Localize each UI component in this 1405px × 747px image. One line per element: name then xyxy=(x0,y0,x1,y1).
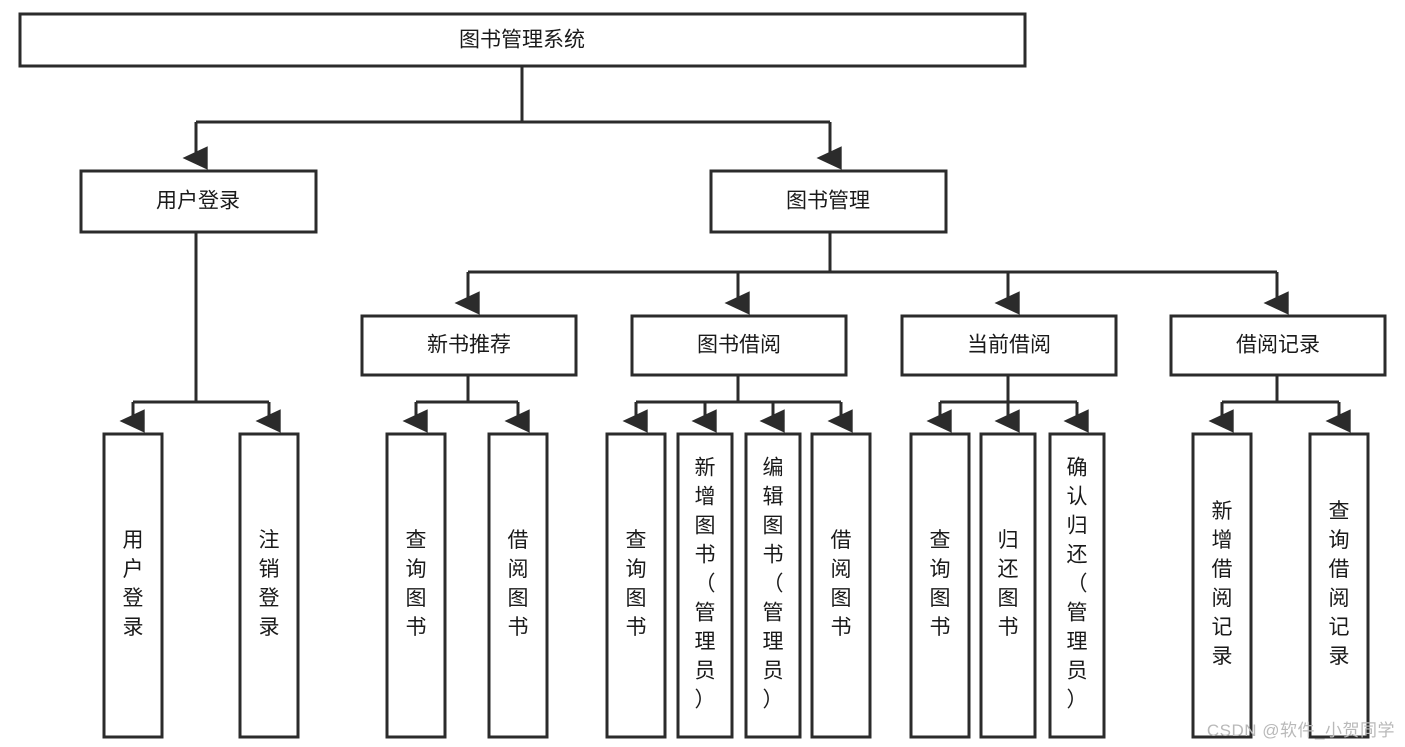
node-leaf-query-record-label: 查询借阅记录 xyxy=(1329,500,1350,668)
node-root-label: 图书管理系统 xyxy=(459,29,585,52)
node-book-borrow-label: 图书借阅 xyxy=(697,334,781,357)
node-user-login-label: 用户登录 xyxy=(156,190,240,213)
node-current-borrow-box[interactable] xyxy=(900,314,1118,377)
node-leaf-add-book-box[interactable] xyxy=(676,432,734,739)
node-leaf-query-book-2-label: 查询图书 xyxy=(626,529,647,639)
node-leaf-query-book-1-box[interactable] xyxy=(385,432,447,739)
node-leaf-query-book-1-label: 查询图书 xyxy=(406,529,427,639)
node-book-management-box[interactable] xyxy=(709,169,948,234)
node-leaf-logout[interactable]: 注销登录 xyxy=(238,432,300,739)
node-leaf-query-book-3[interactable]: 查询图书 xyxy=(909,432,971,739)
node-leaf-return-book[interactable]: 归还图书 xyxy=(979,432,1037,739)
node-leaf-query-record-box[interactable] xyxy=(1308,432,1370,739)
node-current-borrow[interactable]: 当前借阅 xyxy=(900,314,1118,377)
node-leaf-query-book-3-label: 查询图书 xyxy=(930,529,951,639)
node-root[interactable]: 图书管理系统 xyxy=(18,12,1027,68)
node-book-management-label: 图书管理 xyxy=(786,190,870,213)
node-borrow-record-label: 借阅记录 xyxy=(1236,334,1320,357)
node-leaf-borrow-book-2-box[interactable] xyxy=(810,432,872,739)
edge-group-book-borrow xyxy=(622,375,853,433)
node-leaf-logout-box[interactable] xyxy=(238,432,300,739)
node-leaf-user-login[interactable]: 用户登录 xyxy=(102,432,164,739)
edge-group-new-book-recommend xyxy=(402,375,530,433)
node-leaf-edit-book[interactable]: 编辑图书（管理员） xyxy=(744,432,802,739)
edge-group-current-borrow xyxy=(926,375,1089,433)
node-borrow-record[interactable]: 借阅记录 xyxy=(1169,314,1387,377)
node-leaf-confirm-return-label: 确认归还（管理员） xyxy=(1067,457,1088,712)
node-book-borrow[interactable]: 图书借阅 xyxy=(630,314,848,377)
node-new-book-recommend-box[interactable] xyxy=(360,314,578,377)
node-leaf-query-record[interactable]: 查询借阅记录 xyxy=(1308,432,1370,739)
node-leaf-edit-book-label: 编辑图书（管理员） xyxy=(763,457,784,712)
node-new-book-recommend-label: 新书推荐 xyxy=(427,334,511,357)
node-user-login-box[interactable] xyxy=(79,169,318,234)
node-leaf-confirm-return-box[interactable] xyxy=(1048,432,1106,739)
edge-group-borrow-record xyxy=(1208,375,1351,433)
node-borrow-record-box[interactable] xyxy=(1169,314,1387,377)
node-leaf-add-record[interactable]: 新增借阅记录 xyxy=(1191,432,1253,739)
node-leaf-borrow-book-2[interactable]: 借阅图书 xyxy=(810,432,872,739)
node-book-borrow-box[interactable] xyxy=(630,314,848,377)
node-leaf-return-book-label: 归还图书 xyxy=(998,529,1019,639)
node-leaf-add-book[interactable]: 新增图书（管理员） xyxy=(676,432,734,739)
node-leaf-add-book-label: 新增图书（管理员） xyxy=(695,457,716,712)
node-leaf-query-book-2[interactable]: 查询图书 xyxy=(605,432,667,739)
node-leaf-add-record-box[interactable] xyxy=(1191,432,1253,739)
node-leaf-user-login-box[interactable] xyxy=(102,432,164,739)
node-leaf-logout-label: 注销登录 xyxy=(259,529,280,639)
node-leaf-borrow-book-1-box[interactable] xyxy=(487,432,549,739)
node-user-login[interactable]: 用户登录 xyxy=(79,169,318,234)
edge-group-root xyxy=(182,66,842,170)
node-root-box[interactable] xyxy=(18,12,1027,68)
csdn-watermark: CSDN @软件_小贺同学 xyxy=(1206,721,1395,740)
node-leaf-query-book-2-box[interactable] xyxy=(605,432,667,739)
node-leaf-query-book-3-box[interactable] xyxy=(909,432,971,739)
node-new-book-recommend[interactable]: 新书推荐 xyxy=(360,314,578,377)
node-leaf-user-login-label: 用户登录 xyxy=(123,529,144,639)
node-book-management[interactable]: 图书管理 xyxy=(709,169,948,234)
node-leaf-return-book-box[interactable] xyxy=(979,432,1037,739)
node-leaf-add-record-label: 新增借阅记录 xyxy=(1212,500,1233,668)
edge-group-book-management xyxy=(454,232,1289,315)
edge-group-user-login xyxy=(119,232,281,433)
node-leaf-confirm-return[interactable]: 确认归还（管理员） xyxy=(1048,432,1106,739)
node-current-borrow-label: 当前借阅 xyxy=(967,334,1051,357)
node-leaf-query-book-1[interactable]: 查询图书 xyxy=(385,432,447,739)
node-leaf-borrow-book-1[interactable]: 借阅图书 xyxy=(487,432,549,739)
node-leaf-borrow-book-2-label: 借阅图书 xyxy=(831,529,852,639)
node-leaf-borrow-book-1-label: 借阅图书 xyxy=(508,529,529,639)
node-leaf-edit-book-box[interactable] xyxy=(744,432,802,739)
